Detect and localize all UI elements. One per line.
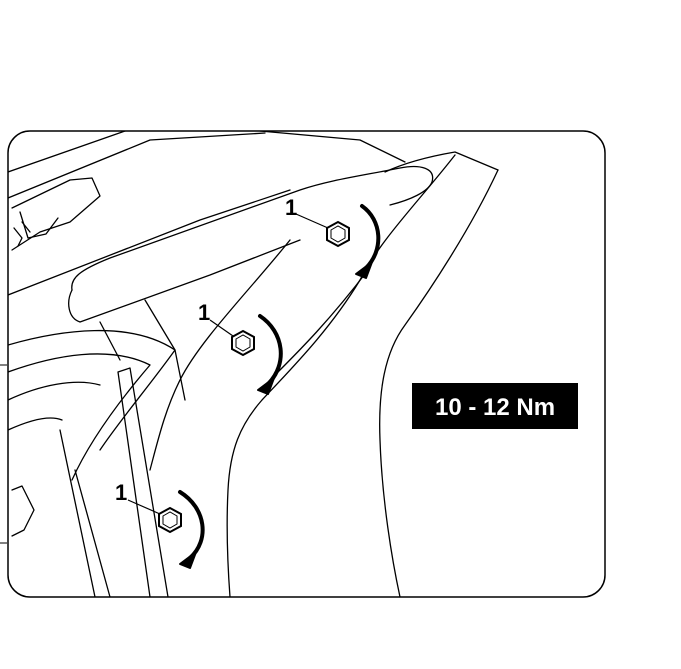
- leader-middle: [209, 319, 234, 337]
- callout-label-top: 1: [285, 195, 297, 220]
- upper-left-diagonal: [8, 189, 291, 296]
- top-back-rail: [259, 131, 406, 163]
- mid-diagonal-left: [149, 239, 291, 471]
- housing-arc-inner: [8, 353, 151, 481]
- nut-bottom: [158, 506, 182, 534]
- upper-left-panel-edge: [8, 131, 126, 173]
- callout-label-bottom: 1: [115, 480, 127, 505]
- lower-left-clip: [11, 485, 35, 537]
- upper-left-bracket-inner: [19, 211, 59, 239]
- upper-left-bracket: [11, 177, 101, 251]
- drawing-lines: [8, 131, 499, 597]
- handle-grip-lower: [68, 239, 301, 323]
- upper-left-bracket-tabs: [13, 221, 31, 247]
- upper-left-panel-edge-2: [8, 132, 266, 199]
- torque-spec-badge: 10 - 12 Nm: [412, 383, 578, 429]
- cover-inner-edge: [226, 154, 456, 597]
- tighten-arrow-middle-icon: [257, 314, 283, 395]
- housing-tail: [8, 381, 101, 431]
- torque-spec-text: 10 - 12 Nm: [435, 394, 555, 421]
- tighten-arrow-top-icon: [355, 204, 381, 279]
- cover-outer-edge: [384, 151, 499, 173]
- mid-diagonal-right: [274, 269, 369, 376]
- leader-top: [295, 213, 329, 229]
- tighten-arrow-bottom-icon: [178, 490, 205, 569]
- callout-label-middle: 1: [198, 300, 210, 325]
- housing-post: [99, 299, 186, 401]
- cover-right-edge: [379, 169, 499, 597]
- nut-top: [326, 220, 350, 248]
- nut-middle: [231, 329, 255, 357]
- leader-bottom: [127, 499, 161, 515]
- vertical-bar: [117, 367, 169, 597]
- diagram-frame: [7, 130, 606, 598]
- lower-left-lines: [59, 429, 111, 597]
